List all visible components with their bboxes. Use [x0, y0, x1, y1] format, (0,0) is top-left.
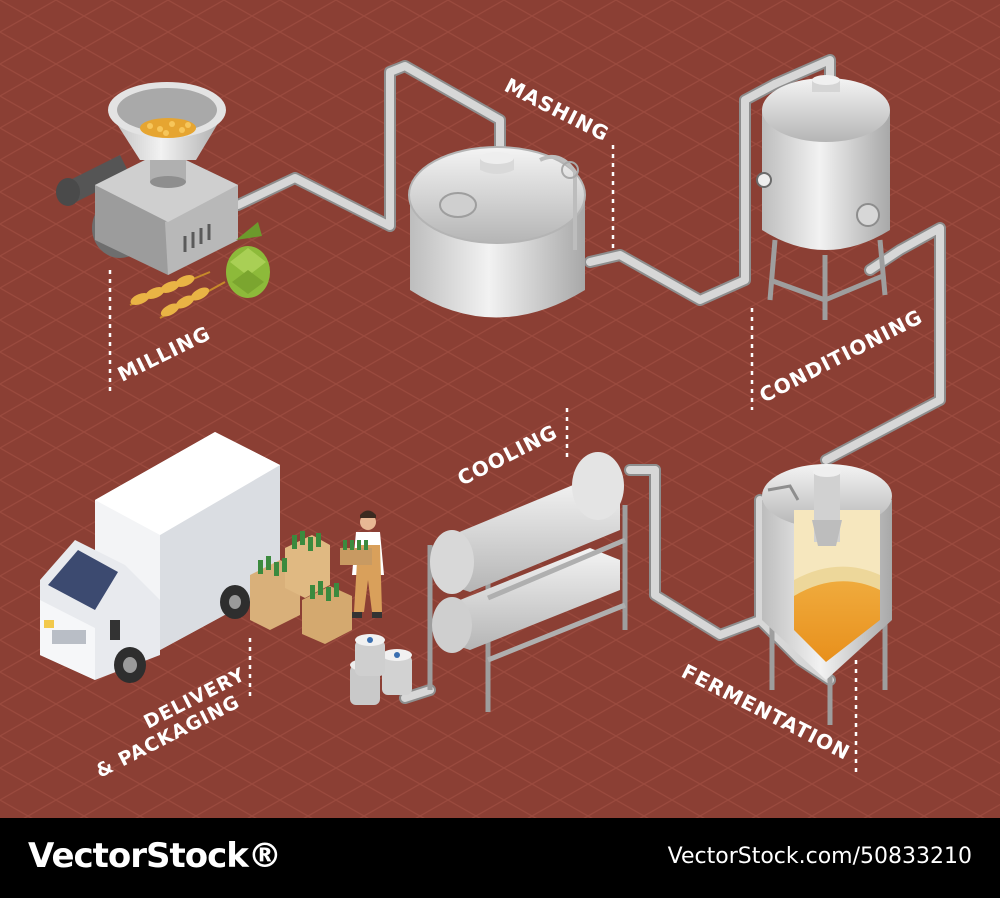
vectorstock-logo: VectorStock® — [28, 836, 282, 876]
brewery-worker — [340, 510, 384, 618]
cooling-tanks — [427, 452, 628, 712]
delivery-truck — [40, 432, 280, 683]
milling-machine — [56, 82, 238, 275]
process-diagram: MILLING MASHING CONDITIONING COOLING FER… — [0, 0, 1000, 818]
image-id-text: VectorStock.com/50833210 — [667, 844, 972, 869]
fermentation-tank — [762, 464, 892, 725]
wheat-and-hops — [129, 222, 270, 319]
gauge-icon — [756, 172, 772, 188]
mashing-tun — [408, 146, 586, 318]
hop-cone-icon — [226, 222, 270, 298]
conditioning-tank — [756, 75, 890, 320]
label-leader-lines — [108, 145, 858, 774]
kegs — [350, 634, 412, 705]
pipes — [232, 54, 946, 704]
watermark-footer: VectorStock® VectorStock.com/50833210 — [0, 818, 1000, 898]
beer-crates — [250, 531, 352, 644]
